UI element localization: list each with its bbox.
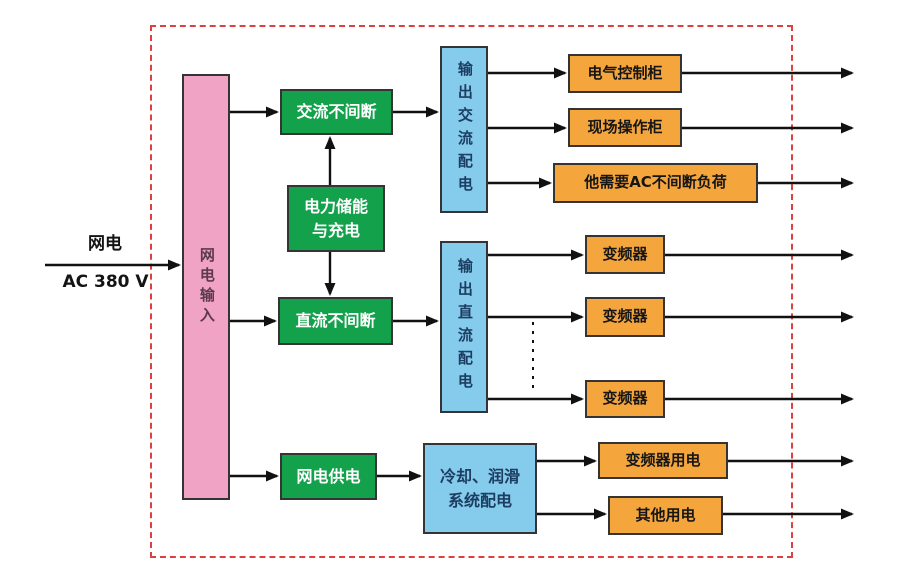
node-dc-output-distribution: 输出直流配电 [440,241,488,413]
node-other-ac-uninterrupted-loads: 他需要AC不间断负荷 [553,163,758,203]
node-other-power: 其他用电 [608,496,723,535]
node-dc-output-distribution-label: 输出直流配电 [455,258,474,396]
node-vfd-power: 变频器用电 [598,442,728,479]
system-boundary-dashed-border [150,25,793,558]
node-power-storage-label-line2: 与充电 [311,220,360,240]
node-vfd-2-label: 变频器 [602,307,648,326]
node-ac-ups: 交流不间断 [280,89,393,135]
node-ac-output-distribution-label: 输出交流配电 [455,60,474,199]
node-power-storage: 电力储能 与充电 [287,185,385,252]
node-other-power-label: 其他用电 [635,505,696,524]
node-field-operation-cabinet: 现场操作柜 [568,108,682,147]
node-cooling-label-line2: 系统配电 [447,490,512,510]
node-cooling-label-line1: 冷却、润滑 [439,467,520,487]
node-field-operation-cabinet-label: 现场操作柜 [587,117,663,136]
node-other-ac-uninterrupted-loads-label: 他需要AC不间断负荷 [584,173,727,192]
node-ac-ups-label: 交流不间断 [296,102,377,122]
node-dc-ups: 直流不间断 [278,297,393,345]
node-power-storage-label-line1: 电力储能 [303,197,368,217]
node-vfd-1: 变频器 [585,235,665,274]
node-electrical-control-cabinet: 电气控制柜 [568,54,682,93]
node-grid-supply: 网电供电 [280,453,377,500]
node-electrical-control-cabinet-label: 电气控制柜 [587,63,663,82]
mains-voltage-label: AC 380 V [62,272,149,292]
node-grid-supply-label: 网电供电 [296,466,361,486]
node-grid-input: 网电输入 [182,74,230,500]
node-vfd-3-label: 变频器 [602,389,648,408]
node-cooling-lubrication-distribution: 冷却、润滑 系统配电 [423,443,537,534]
node-vfd-2: 变频器 [585,297,665,337]
node-vfd-1-label: 变频器 [602,244,648,263]
node-vfd-power-label: 变频器用电 [625,450,701,469]
mains-source-label: 网电 [88,234,122,254]
node-grid-input-label: 网电输入 [197,247,216,327]
node-ac-output-distribution: 输出交流配电 [440,46,488,213]
node-dc-ups-label: 直流不间断 [295,311,376,331]
node-vfd-3: 变频器 [585,380,665,418]
